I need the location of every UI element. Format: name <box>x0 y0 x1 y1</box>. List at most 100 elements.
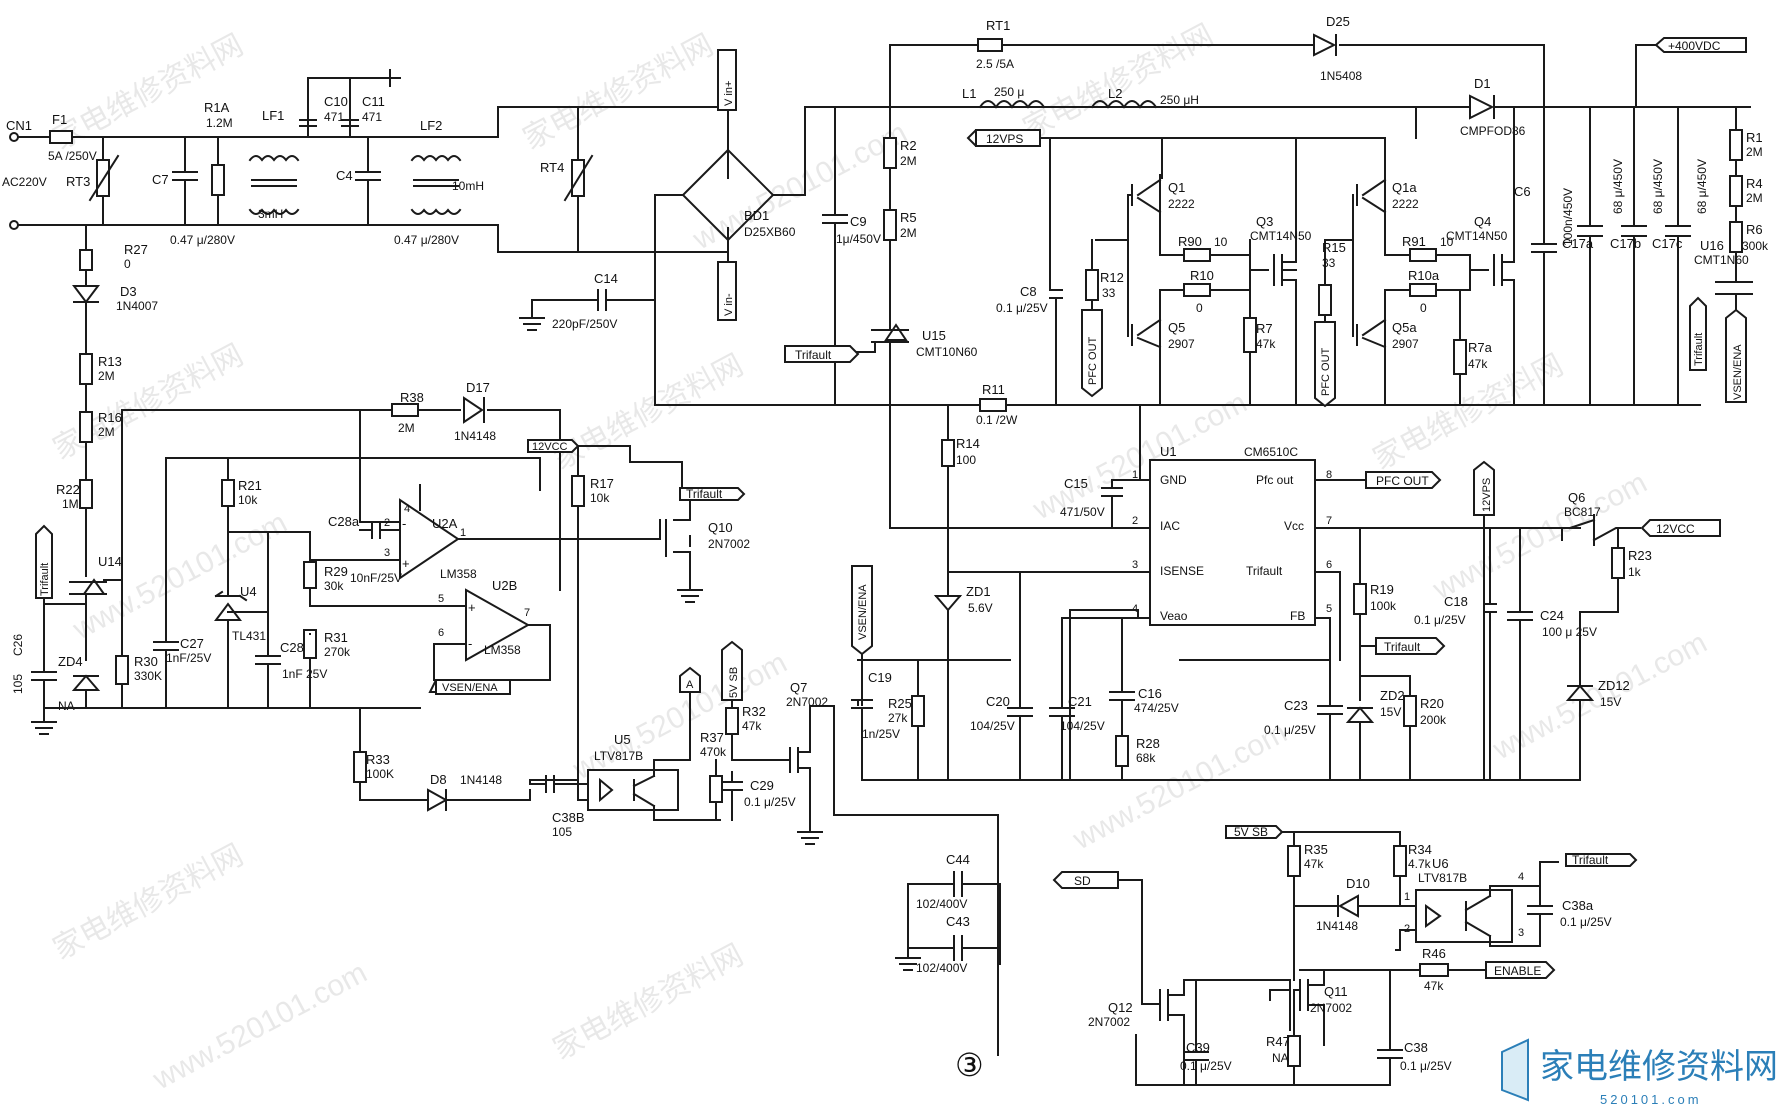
diode-d10 <box>1337 894 1359 918</box>
r27-ref: R27 <box>124 242 148 257</box>
r15-value: 33 <box>1322 256 1336 270</box>
c10-value: 471 <box>324 110 344 124</box>
q11-value: 2N7002 <box>1310 1001 1352 1015</box>
resistor-r1a <box>211 164 225 196</box>
r7a-ref: R7a <box>1468 340 1493 355</box>
u2b-pin-6: 6 <box>438 627 444 639</box>
r25-value: 27k <box>888 711 908 725</box>
logo-icon <box>1501 1038 1529 1102</box>
c20-value: 104/25V <box>970 719 1015 733</box>
u2b-ref: U2B <box>492 578 517 593</box>
c16-value: 474/25V <box>1134 701 1179 715</box>
resistor-r46 <box>1419 963 1449 977</box>
c17b-ref: C17b <box>1610 236 1641 251</box>
resistor-r11 <box>979 398 1007 412</box>
r4-value: 2M <box>1746 191 1763 205</box>
q3-value: CMT14N50 <box>1250 229 1312 243</box>
c39-value: 0.1 μ/25V <box>1180 1059 1232 1073</box>
d25-ref: D25 <box>1326 14 1350 29</box>
resistor-r16 <box>79 411 93 443</box>
resistor-r28 <box>1115 735 1129 767</box>
u1-pin-num-1: 1 <box>1132 469 1138 481</box>
r17-value: 10k <box>590 491 610 505</box>
net-tag-trifault-q10 <box>679 487 746 501</box>
u1-value: CM6510C <box>1244 445 1298 459</box>
u1-pin-trifault: Trifault <box>1246 564 1283 578</box>
logo-url: 520101.com <box>1600 1092 1702 1107</box>
u2a-plus: + <box>402 556 410 571</box>
r90-value: 10 <box>1214 235 1228 249</box>
net-tag-trifault-u6 <box>1565 853 1638 867</box>
zener-zd12 <box>1565 684 1595 701</box>
u2a-pin-3: 3 <box>384 547 390 559</box>
u16-ref: U16 <box>1700 238 1724 253</box>
u4-ref: U4 <box>240 584 257 599</box>
r13-ref: R13 <box>98 354 122 369</box>
zd1-value: 5.6V <box>968 601 993 615</box>
d3-ref: D3 <box>120 284 137 299</box>
watermark-site: 家电维修资料网 <box>48 338 249 466</box>
left-control-section: R27 0 D3 1N4007 R13 2M R16 2M R22 1M U14… <box>11 224 999 1056</box>
lf1-ref: LF1 <box>262 108 284 123</box>
opamp-u2a <box>399 498 460 580</box>
net-12vps-label: 12VPS <box>986 132 1023 146</box>
c38-ref: C38 <box>1404 1040 1428 1055</box>
resistor-r6 <box>1729 221 1743 253</box>
zd1-ref: ZD1 <box>966 584 991 599</box>
r16-value: 2M <box>98 425 115 439</box>
u1-pin-pfcout: Pfc out <box>1256 473 1294 487</box>
r34-ref: R34 <box>1408 842 1432 857</box>
r5-ref: R5 <box>900 210 917 225</box>
c4-ref: C4 <box>336 168 353 183</box>
q7-value: 2N7002 <box>786 695 828 709</box>
resistor-r7a <box>1453 339 1467 375</box>
q5-value: 2907 <box>1168 337 1195 351</box>
r10-value: 0 <box>1196 301 1203 315</box>
q4-value: CMT14N50 <box>1446 229 1508 243</box>
c11-value: 471 <box>362 110 382 124</box>
net-tag-trifault-u16 <box>1689 296 1707 371</box>
u1-pin-num-2: 2 <box>1132 515 1138 527</box>
c14-value: 220pF/250V <box>552 317 617 331</box>
r33-ref: R33 <box>366 752 390 767</box>
u1-pin-fb: FB <box>1290 609 1305 623</box>
output-bulk-caps: 100n/450V C6 C17a C17b C17c 68 μ/450V 68… <box>1514 37 1769 406</box>
resistor-r38 <box>391 403 419 417</box>
c8-value: 0.1 μ/25V <box>996 301 1048 315</box>
resistor-r17 <box>571 475 585 507</box>
lf2-ref: LF2 <box>420 118 442 133</box>
resistor-r15 <box>1318 284 1332 316</box>
r23-ref: R23 <box>1628 548 1652 563</box>
c26-value: 105 <box>11 674 25 694</box>
r7a-value: 47k <box>1468 357 1488 371</box>
r1-value: 2M <box>1746 145 1763 159</box>
r31-ref: R31 <box>324 630 348 645</box>
resistor-r10a <box>1409 283 1437 297</box>
net-tag-12vcc-right <box>1640 519 1721 537</box>
net-tag-a <box>679 666 701 693</box>
f1-ref: F1 <box>52 112 67 127</box>
f1-value: 5A /250V <box>48 149 97 163</box>
c8-ref: C8 <box>1020 284 1037 299</box>
watermark-site: 家电维修资料网 <box>518 28 719 156</box>
bd1-ref: BD1 <box>744 208 769 223</box>
u1-pin-veao: Veao <box>1160 609 1188 623</box>
r19-value: 100k <box>1370 599 1397 613</box>
r20-ref: R20 <box>1420 696 1444 711</box>
c23-ref: C23 <box>1284 698 1308 713</box>
cn1-terminal-bottom <box>9 220 19 230</box>
cn1-terminal-top <box>9 132 19 142</box>
resistor-r91 <box>1409 248 1437 262</box>
u14-ref: U14 <box>98 554 122 569</box>
u2a-value: LM358 <box>440 567 477 581</box>
net-a-label: A <box>686 679 694 691</box>
net-tag-trifault-u15 <box>784 345 860 363</box>
net-trifault-label: Trifault <box>1693 333 1705 366</box>
c6-ref: C6 <box>1514 184 1531 199</box>
r37-ref: R37 <box>700 730 724 745</box>
net-12vcc-label: 12VCC <box>1656 522 1695 536</box>
c9-value: 1μ/450V <box>836 232 881 246</box>
c19-value: 1n/25V <box>862 727 900 741</box>
r38-value: 2M <box>398 421 415 435</box>
c17a-ref: C17a <box>1562 236 1594 251</box>
